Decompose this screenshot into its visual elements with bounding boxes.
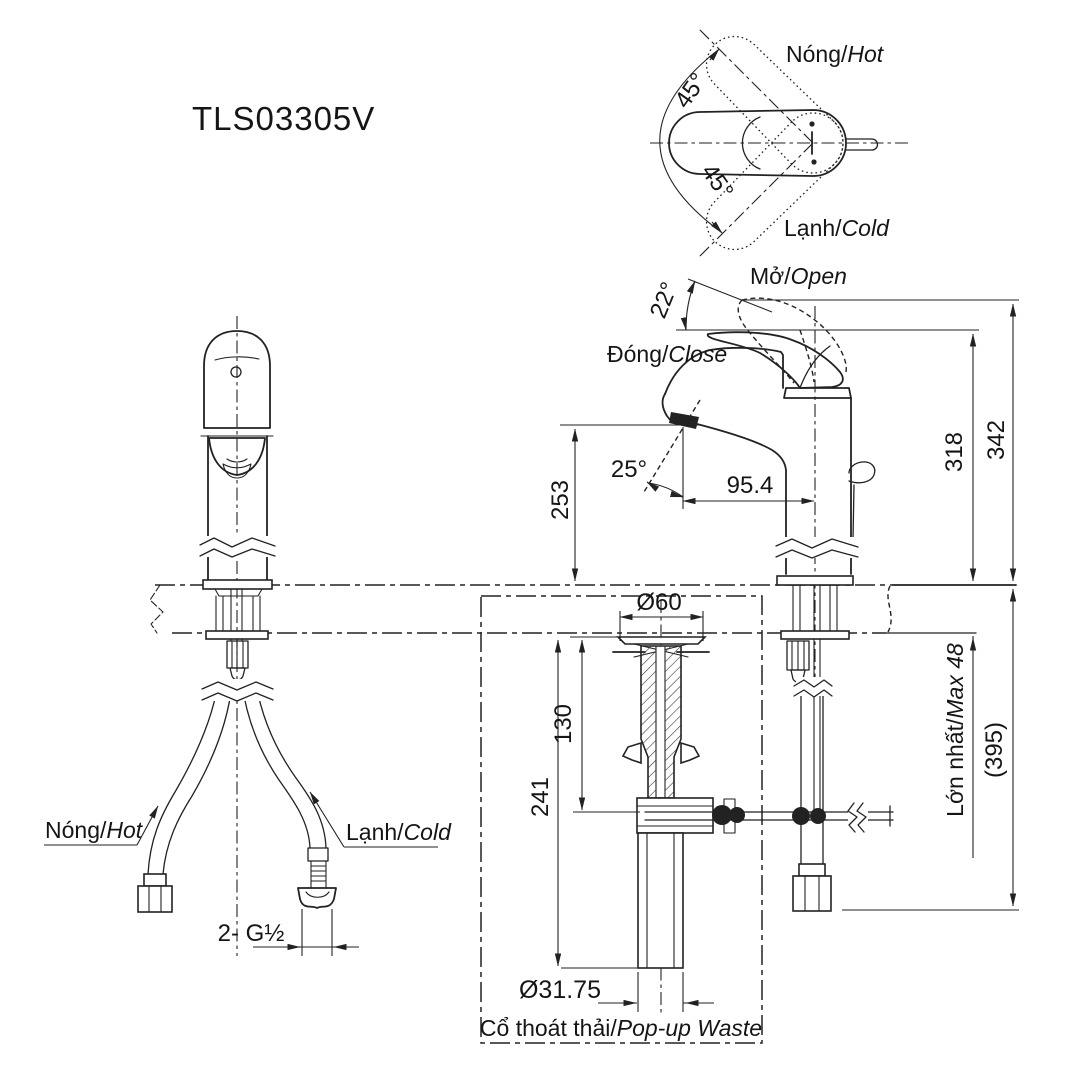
dim-height-open: 342: [983, 420, 1010, 460]
handle-open-dashed: [741, 297, 847, 373]
supply-hoses: [137, 679, 337, 913]
cold-hose-nut: [297, 887, 337, 909]
dim-stream-angle: 25°: [611, 456, 647, 483]
top-view-hot-label: Nóng/Hot: [786, 41, 885, 67]
dim-flange-dia: Ø60: [636, 589, 681, 616]
dim-below-deck: (395): [981, 722, 1008, 778]
cold-position-outline: [705, 112, 844, 251]
front-body-break: [199, 537, 276, 548]
cold-hose-barb: [307, 847, 329, 862]
dim-angle-cold: 45°: [696, 159, 739, 204]
dim-spout-reach: 95.4: [727, 472, 774, 499]
spout-outline: [664, 346, 784, 395]
waste-tab-left: [621, 741, 642, 765]
rotation-arc: [659, 49, 722, 233]
side-supply-hose: [792, 677, 833, 912]
deck-break-left: [149, 584, 164, 634]
dim-open-angle: 22°: [645, 278, 684, 322]
side-shank: [780, 584, 850, 811]
handle-top-view: [668, 109, 847, 177]
popup-rod: [644, 798, 894, 834]
body-break: [775, 538, 859, 549]
base-flange: [776, 575, 854, 586]
waste-flange: [616, 636, 707, 645]
hot-hose-hex-nut: [137, 885, 173, 913]
dim-pipe-dia: Ø31.75: [519, 976, 601, 1004]
top-view-rotation-diagram: Nóng/Hot Lạnh/Cold 45° 45°: [650, 26, 908, 260]
close-label: Đóng/Close: [607, 341, 727, 367]
popup-waste-assembly: [480, 595, 894, 1044]
waste-drain-tube: [637, 832, 684, 969]
popup-tee-housing: [636, 797, 714, 834]
aerator: [222, 463, 252, 479]
dim-thread: 2- G½: [218, 920, 285, 947]
dim-angle-hot: 45°: [669, 68, 712, 113]
deck-break-right: [887, 585, 892, 633]
top-view-cold-label: Lạnh/Cold: [784, 215, 890, 241]
front-cap: [203, 330, 271, 429]
handle-closed: [707, 331, 844, 389]
hose-hex-nut-side: [792, 875, 832, 912]
dimensions: 22° Mở/Open Đóng/Close 253 25° 95.4 318 …: [44, 263, 1019, 1041]
cold-hose: [255, 683, 327, 849]
front-base-flange: [202, 579, 273, 590]
dim-height-closed: 318: [941, 432, 968, 472]
spout-outlet: [669, 412, 699, 429]
handle-pin: [845, 138, 879, 151]
hot-hose: [147, 683, 219, 875]
front-cold-label: Lạnh/Cold: [346, 819, 452, 845]
popup-knob: [848, 461, 876, 484]
front-hot-label: Nóng/Hot: [45, 817, 144, 843]
hot-position-outline: [705, 35, 844, 174]
dim-deck-max: Lớn nhất/Max 48: [942, 643, 968, 817]
popup-waste-label: Cổ thoát thải/Pop-up Waste: [480, 1015, 762, 1041]
open-label: Mở/Open: [750, 263, 847, 289]
handle-dot: [230, 366, 242, 378]
countertop: [149, 584, 1017, 634]
dim-tail-length: 130: [550, 704, 577, 744]
dim-spout-height: 253: [547, 480, 574, 520]
model-number: TLS03305V: [192, 100, 375, 137]
spout-dome: [208, 437, 266, 476]
side-view: [661, 297, 876, 912]
front-view: [137, 316, 337, 956]
dim-total-length: 241: [527, 777, 554, 817]
waste-tab-right: [680, 741, 701, 765]
handle-escutcheon: [783, 387, 852, 399]
